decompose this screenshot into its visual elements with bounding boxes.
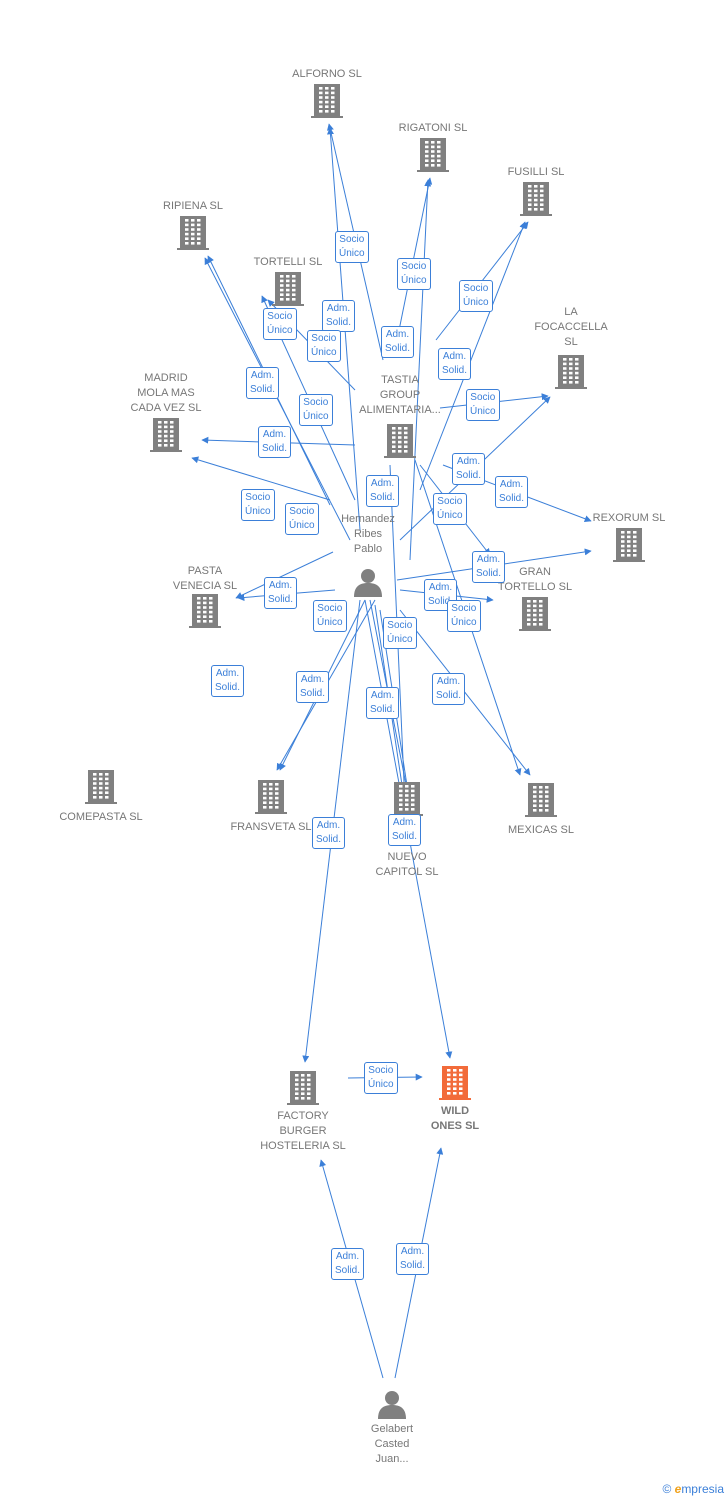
relation-badge-adm-solid[interactable]: Adm. Solid. — [331, 1248, 365, 1280]
relation-badge-adm-solid[interactable]: Adm. Solid. — [312, 817, 346, 849]
relation-badge-socio-unico[interactable]: Socio Único — [307, 330, 341, 362]
relation-badge-socio-unico[interactable]: Socio Único — [335, 231, 369, 263]
relation-badge-socio-unico[interactable]: Socio Único — [364, 1062, 398, 1094]
relation-badge-adm-solid[interactable]: Adm. Solid. — [366, 687, 400, 719]
relation-badge-socio-unico[interactable]: Socio Único — [447, 600, 481, 632]
relation-badge-socio-unico[interactable]: Socio Único — [285, 503, 319, 535]
relation-edge — [204, 257, 351, 541]
building-icon[interactable] — [287, 1071, 319, 1112]
relation-badge-socio-unico[interactable]: Socio Único — [466, 389, 500, 421]
relation-badge-adm-solid[interactable]: Adm. Solid. — [264, 577, 298, 609]
relation-badge-socio-unico[interactable]: Socio Único — [313, 600, 347, 632]
relation-badge-adm-solid[interactable]: Adm. Solid. — [472, 551, 506, 583]
relation-edge — [409, 179, 432, 561]
node-label[interactable]: WILD ONES SL — [430, 1105, 480, 1132]
node-label[interactable]: NUEVO CAPITOL SL — [375, 851, 439, 878]
node-label[interactable]: LA FOCACCELLA SL — [534, 306, 608, 348]
building-icon[interactable] — [439, 1066, 471, 1107]
relation-badge-adm-solid[interactable]: Adm. Solid. — [246, 367, 280, 399]
node-label[interactable]: TORTELLI SL — [253, 256, 323, 268]
relation-badge-adm-solid[interactable]: Adm. Solid. — [452, 453, 486, 485]
brand-name: mpresia — [681, 1482, 724, 1496]
relation-badge-adm-solid[interactable]: Adm. Solid. — [366, 475, 400, 507]
relation-badge-socio-unico[interactable]: Socio Único — [383, 617, 417, 649]
building-icon[interactable] — [189, 594, 221, 635]
node-label[interactable]: Gelabert Casted Juan... — [370, 1423, 414, 1465]
building-icon[interactable] — [519, 597, 551, 638]
person-icon[interactable] — [377, 1389, 407, 1424]
node-label[interactable]: COMEPASTA SL — [59, 811, 143, 823]
building-icon[interactable] — [520, 182, 552, 223]
building-icon[interactable] — [311, 84, 343, 125]
node-label[interactable]: MEXICAS SL — [507, 824, 575, 836]
building-icon[interactable] — [177, 216, 209, 257]
node-label[interactable]: RIPIENA SL — [163, 200, 223, 212]
relation-badge-adm-solid[interactable]: Adm. Solid. — [211, 665, 245, 697]
relation-badge-adm-solid[interactable]: Adm. Solid. — [495, 476, 529, 508]
relation-badge-adm-solid[interactable]: Adm. Solid. — [381, 326, 415, 358]
node-label[interactable]: FUSILLI SL — [507, 166, 565, 178]
building-icon[interactable] — [525, 783, 557, 824]
node-label[interactable]: FRANSVETA SL — [230, 821, 312, 833]
relation-badge-adm-solid[interactable]: Adm. Solid. — [296, 671, 330, 703]
empresia-logo: © empresia — [662, 1482, 724, 1496]
building-icon[interactable] — [384, 424, 416, 465]
node-label[interactable]: TASTIA GROUP ALIMENTARIA... — [359, 374, 441, 416]
relation-badge-socio-unico[interactable]: Socio Único — [241, 489, 275, 521]
relation-edge — [419, 221, 526, 491]
relation-badge-socio-unico[interactable]: Socio Único — [299, 394, 333, 426]
building-icon[interactable] — [272, 272, 304, 313]
node-label[interactable]: PASTA VENECIA SL — [172, 565, 238, 592]
building-icon[interactable] — [255, 780, 287, 821]
relation-badge-adm-solid[interactable]: Adm. Solid. — [258, 426, 292, 458]
relation-badge-socio-unico[interactable]: Socio Único — [397, 258, 431, 290]
person-icon[interactable] — [353, 567, 383, 602]
relation-badge-socio-unico[interactable]: Socio Único — [459, 280, 493, 312]
node-label[interactable]: REXORUM SL — [592, 512, 666, 524]
node-label[interactable]: GRAN TORTELLO SL — [497, 566, 573, 593]
brand-initial: e — [674, 1482, 682, 1496]
node-label[interactable]: MADRID MOLA MAS CADA VEZ SL — [130, 372, 202, 414]
relation-edge — [191, 456, 331, 501]
node-label[interactable]: RIGATONI SL — [398, 122, 468, 134]
relation-badge-adm-solid[interactable]: Adm. Solid. — [388, 814, 422, 846]
relation-badge-adm-solid[interactable]: Adm. Solid. — [432, 673, 466, 705]
node-label[interactable]: FACTORY BURGER HOSTELERIA SL — [260, 1110, 346, 1152]
building-icon[interactable] — [613, 528, 645, 569]
building-icon[interactable] — [85, 770, 117, 811]
relation-badge-socio-unico[interactable]: Socio Único — [433, 493, 467, 525]
relation-badge-adm-solid[interactable]: Adm. Solid. — [396, 1243, 430, 1275]
relation-badge-adm-solid[interactable]: Adm. Solid. — [322, 300, 356, 332]
building-icon[interactable] — [150, 418, 182, 459]
relation-badge-adm-solid[interactable]: Adm. Solid. — [438, 348, 472, 380]
copyright-symbol: © — [662, 1482, 672, 1496]
building-icon[interactable] — [555, 355, 587, 396]
relation-edge — [235, 551, 334, 599]
building-icon[interactable] — [417, 138, 449, 179]
node-label[interactable]: Hernandez Ribes Pablo — [341, 513, 395, 555]
node-label[interactable]: ALFORNO SL — [292, 68, 362, 80]
relation-badge-socio-unico[interactable]: Socio Único — [263, 308, 297, 340]
